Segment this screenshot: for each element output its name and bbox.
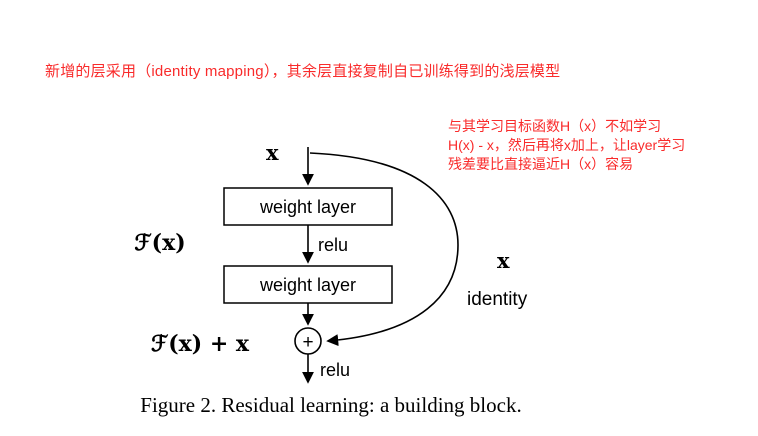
annotation-side-note-line1: 与其学习目标函数H（x）不如学习 — [448, 118, 662, 134]
identity-skip-arrow — [309, 152, 459, 347]
figure-caption: Figure 2. Residual learning: a building … — [140, 393, 522, 417]
input-x-label: x — [266, 140, 279, 165]
f-of-x-label: ℱ(x) — [134, 230, 185, 256]
identity-label: identity — [467, 289, 528, 310]
relu-1-label: relu — [318, 235, 348, 255]
plus-icon: + — [302, 332, 313, 353]
weight-layer-2-label: weight layer — [259, 275, 356, 295]
annotation-top-note: 新增的层采用（identity mapping），其余层直接复制自已训练得到的浅… — [45, 63, 561, 80]
annotation-side-note: 与其学习目标函数H（x）不如学习 H(x) - x，然后再将x加上，让layer… — [448, 117, 754, 174]
annotation-side-note-line2: H(x) - x，然后再将x加上，让layer学习 — [448, 137, 686, 153]
annotation-side-note-line3: 残差要比直接逼近H（x）容易 — [448, 156, 634, 172]
sum-output-label: ℱ(x) + x — [151, 331, 250, 357]
weight-layer-1-label: weight layer — [259, 197, 356, 217]
relu-2-label: relu — [320, 360, 350, 380]
identity-x-label: x — [497, 248, 510, 273]
